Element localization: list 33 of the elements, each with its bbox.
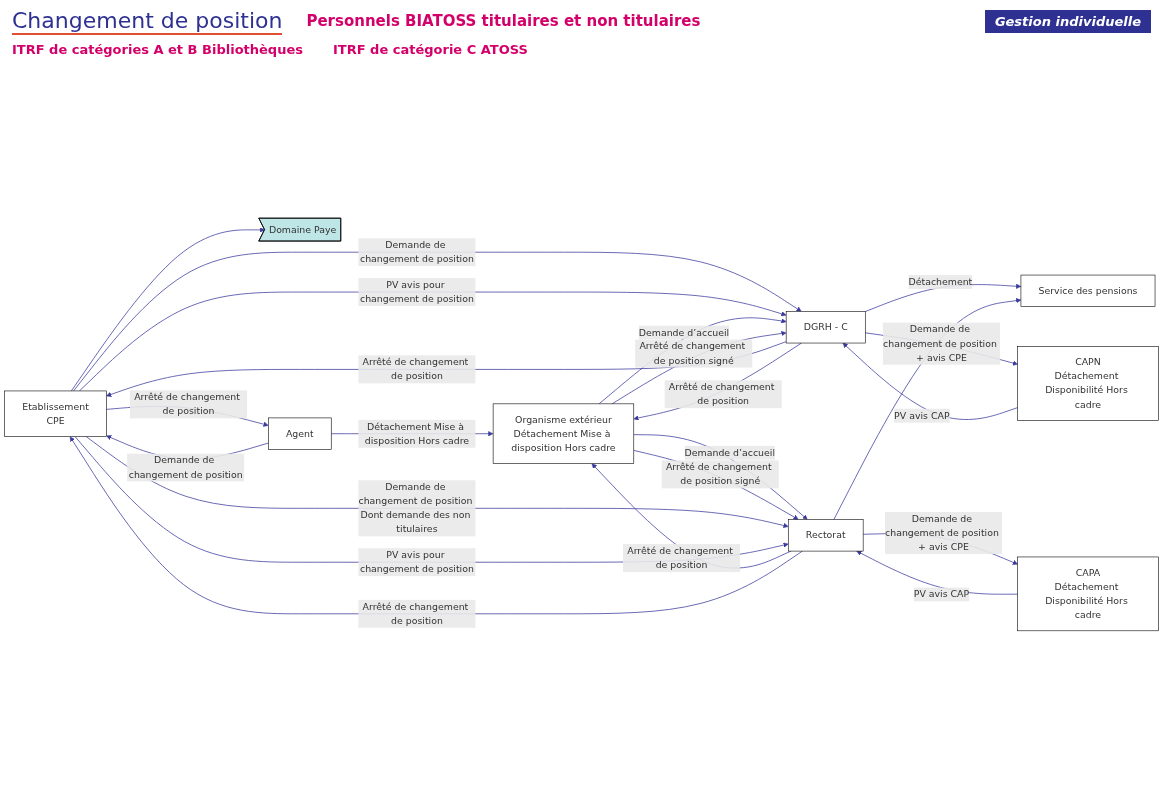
edge-label: Demande d’accueil (638, 326, 730, 338)
edge-label: Demande de changement de position Dont demande des non titulaires (358, 481, 473, 535)
edge-label: PV avis CAP (913, 588, 970, 600)
node-box: CAPN Détachement Disponibilité Hors cadre (1017, 346, 1159, 421)
group-note: ITRF de catégorie C ATOSS (332, 42, 528, 59)
edge-label: Arrêté de changement de position signé (665, 461, 772, 487)
node-box: Service des pensions (1020, 274, 1156, 307)
subtitle: Personnels BIATOSS titulaires et non titulaires (306, 12, 701, 30)
edge-label: Arrêté de changement de position (134, 391, 240, 417)
edge-label: Arrêté de changement de position (668, 381, 775, 407)
edge-label: PV avis pour changement de position (360, 279, 474, 305)
diagram-title: Changement de position (12, 7, 283, 35)
edge-label: Arrêté de changement de position (627, 545, 733, 571)
edge-label: PV avis pour changement de position (360, 549, 474, 575)
edge-label: Détachement Mise à disposition Hors cadre (364, 420, 470, 447)
edge-label: Arrêté de changement de position (362, 600, 469, 627)
edge-label: Détachement (908, 276, 973, 288)
edge-label: Arrêté de changement de position (362, 356, 469, 382)
node-box: Organisme extérieur Détachement Mise à disposition Hors cadre (492, 403, 635, 464)
edge-label: Demande de changement de position (360, 239, 474, 265)
edge-label: Demande d’accueil (684, 446, 775, 458)
group-note: ITRF de catégories A et B Bibliothèques (12, 42, 303, 59)
node-box: Agent (268, 417, 332, 450)
edge-label: Demande de changement de position + avis CPE (885, 513, 999, 553)
edge-label: Arrêté de changement de position signé (639, 340, 746, 366)
node-box: Rectorat (788, 519, 864, 552)
section-badge: Gestion individuelle (984, 9, 1151, 33)
edge-label: PV avis CAP (894, 409, 950, 421)
node-box: DGRH - C (785, 311, 866, 344)
edge-label: Demande de changement de position + avis CPE (883, 323, 997, 363)
node-box: CAPA Détachement Disponibilité Hors cadre (1017, 556, 1159, 632)
edge-label: Demande de changement de position (128, 454, 243, 480)
node-box: Etablissement CPE (4, 390, 107, 437)
